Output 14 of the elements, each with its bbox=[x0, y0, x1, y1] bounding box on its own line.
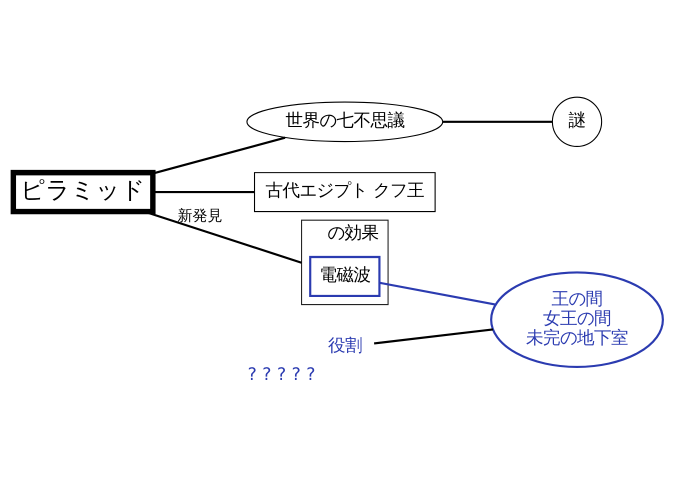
edge-label: 新発見 bbox=[177, 206, 222, 224]
connector bbox=[380, 281, 496, 306]
connector bbox=[442, 120, 552, 122]
node-circle: 謎 bbox=[552, 96, 602, 146]
connector bbox=[152, 136, 286, 174]
node-label: ? ? ? ? ? bbox=[248, 364, 316, 385]
connector bbox=[374, 328, 494, 344]
node-text: 役割 bbox=[328, 335, 362, 356]
connector bbox=[153, 190, 254, 193]
node-ellipse: 王の間 女王の間 未完の地下室 bbox=[490, 270, 664, 368]
node-box: 古代エジプト クフ王 bbox=[254, 172, 436, 212]
node-box: 電磁波 bbox=[309, 255, 380, 296]
node-ellipse: 世界の七不思議 bbox=[246, 101, 444, 142]
node-box: ピラミッド bbox=[10, 169, 156, 214]
